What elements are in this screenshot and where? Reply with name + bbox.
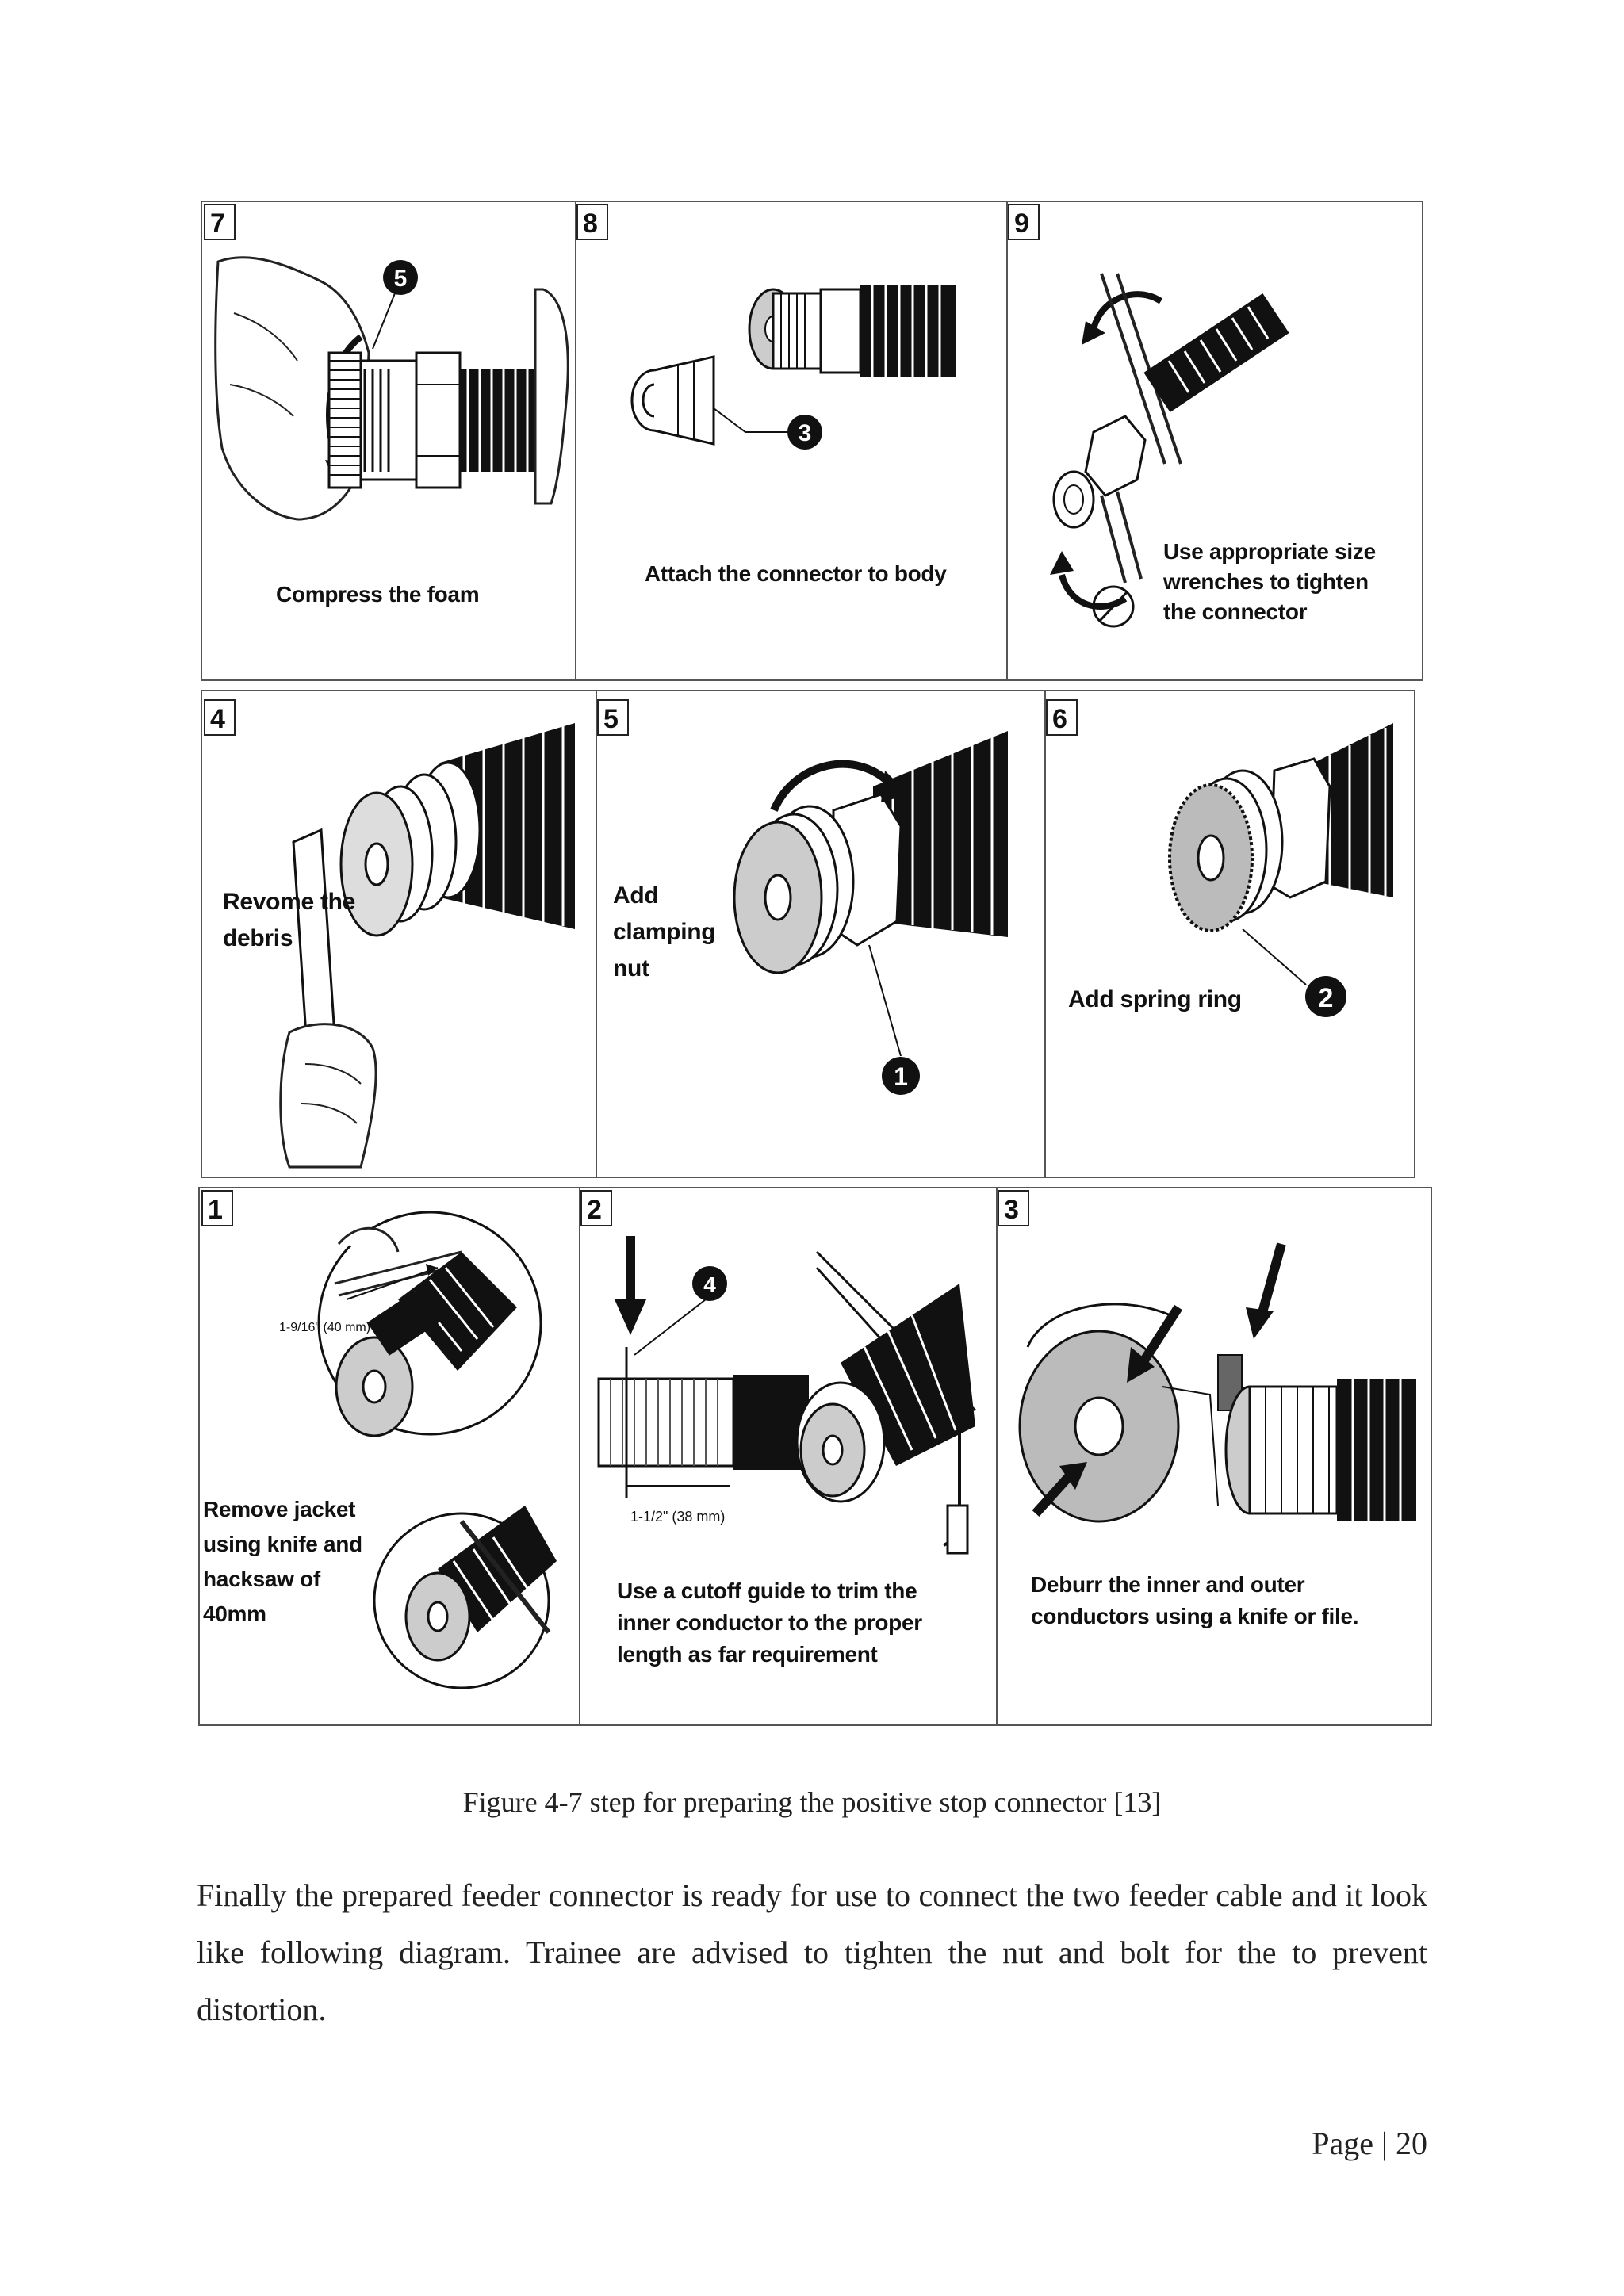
panel-step-4: 4 R <box>202 691 597 1177</box>
step-number: 3 <box>998 1190 1029 1226</box>
panel-step-1: 1 1-9/16" (40 mm) <box>200 1188 580 1724</box>
measurement-label: 1-9/16" (40 mm) <box>279 1321 370 1334</box>
step-number: 5 <box>597 699 629 736</box>
panel-step-9: 9 <box>1006 202 1422 679</box>
callout-number: 4 <box>703 1272 716 1297</box>
step-caption: Compress the foam <box>276 582 480 607</box>
clamping-nut-illustration: 1 <box>733 731 1008 1095</box>
cutoff-guide-illustration: 4 1-1/2" (38 mm) <box>597 1236 977 1555</box>
step-number: 6 <box>1046 699 1078 736</box>
spring-ring-illustration: 2 <box>1168 723 1393 1017</box>
deburr-conductors-illustration <box>1018 1242 1416 1523</box>
step-number: 7 <box>204 204 236 240</box>
remove-debris-illustration <box>279 723 575 1169</box>
compress-foam-illustration: 5 <box>214 256 569 521</box>
step-number: 9 <box>1008 204 1040 240</box>
panel-step-6: 6 2 Add spring <box>1044 691 1414 1177</box>
panel-step-7: 7 <box>202 202 576 679</box>
body-paragraph: Finally the prepared feeder connector is… <box>197 1877 1427 2027</box>
tighten-wrench-illustration <box>1050 273 1289 628</box>
figure-row-bottom: 1 1-9/16" (40 mm) <box>198 1187 1432 1726</box>
figure-row-top: 7 <box>201 201 1423 681</box>
figure-caption: Figure 4-7 step for preparing the positi… <box>462 1786 1162 1818</box>
page-number: Page | 20 <box>1312 2126 1427 2161</box>
step-caption: Add clamping nut <box>613 882 716 982</box>
step-caption: Deburr the inner and outer conductors us… <box>1031 1572 1359 1628</box>
step-caption: Use a cutoff guide to trim the inner con… <box>617 1578 922 1667</box>
panel-step-8: 8 3 <box>575 202 1008 679</box>
step-caption: Add spring ring <box>1068 986 1242 1012</box>
callout-number: 1 <box>894 1062 908 1091</box>
callout-number: 3 <box>799 420 812 446</box>
callout-number: 2 <box>1319 983 1334 1013</box>
measurement-label: 1-1/2" (38 mm) <box>630 1509 725 1525</box>
step-number: 8 <box>576 204 608 240</box>
remove-jacket-illustration: 1-9/16" (40 mm) <box>279 1211 557 1689</box>
step-caption: Remove jacket using knife and hacksaw of… <box>203 1497 362 1626</box>
step-caption: Revome the debris <box>223 889 356 951</box>
callout-number: 5 <box>394 266 408 292</box>
step-caption: Attach the connector to body <box>645 561 947 586</box>
panel-step-5: 5 <box>596 691 1046 1177</box>
attach-connector-illustration: 3 <box>630 285 956 450</box>
step-number: 4 <box>204 699 236 736</box>
panel-step-2: 2 4 1 <box>579 1188 998 1724</box>
step-number: 1 <box>201 1190 233 1226</box>
step-number: 2 <box>580 1190 612 1226</box>
figure-row-middle: 4 R <box>201 690 1415 1178</box>
step-caption: Use appropriate size wrenches to tighten… <box>1163 539 1376 624</box>
panel-step-3: 3 <box>996 1188 1431 1724</box>
